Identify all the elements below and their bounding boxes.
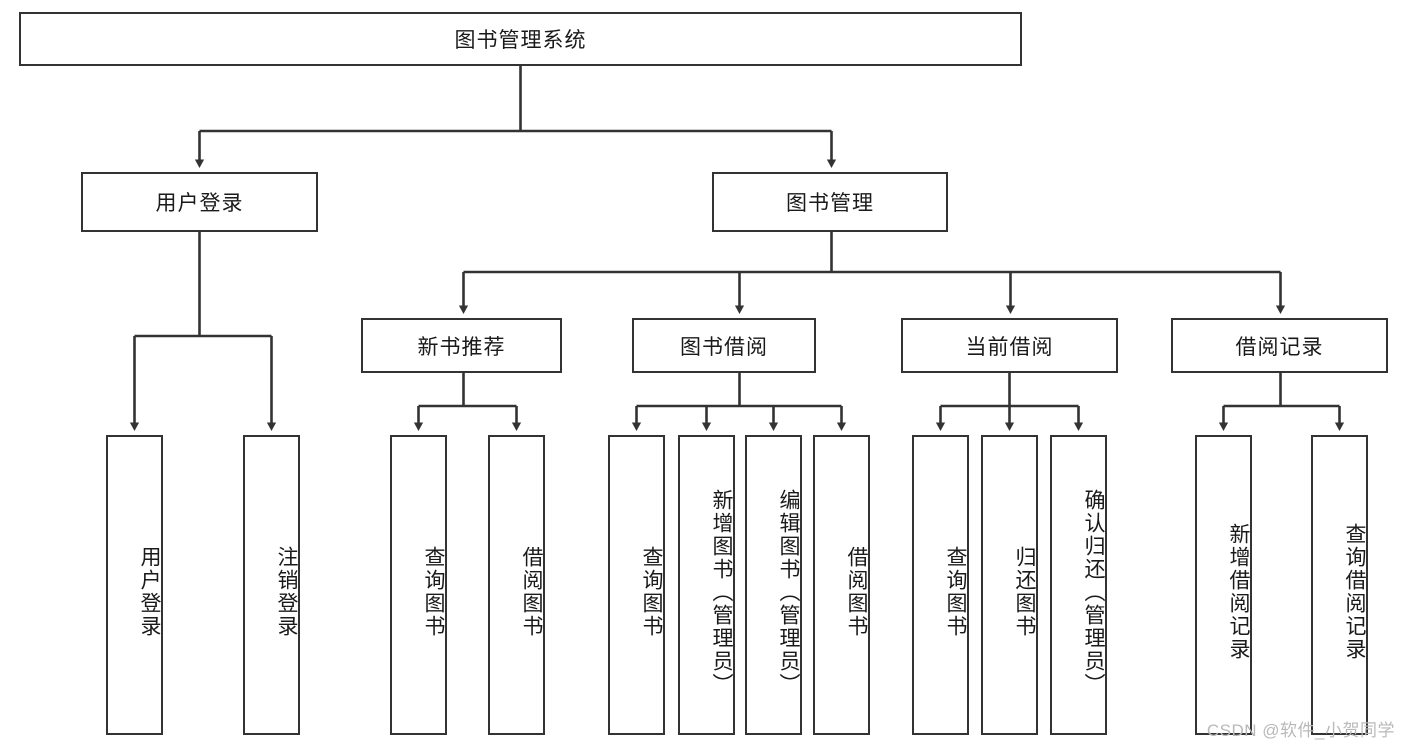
node-label: 当前借阅 (965, 335, 1054, 359)
node-root-system[interactable]: 图书管理系统 (19, 12, 1022, 66)
node-label: 图书管理系统 (454, 29, 587, 52)
node-new-book-recommend[interactable]: 新书推荐 (361, 318, 562, 373)
leaf-return-book[interactable]: 归还图书 (981, 435, 1038, 735)
node-label: 借阅图书 (520, 546, 543, 638)
leaf-query-book-current[interactable]: 查询图书 (912, 435, 969, 735)
node-book-borrow[interactable]: 图书借阅 (632, 318, 816, 373)
node-borrow-record[interactable]: 借阅记录 (1171, 318, 1388, 373)
leaf-add-book[interactable]: 新增图书（管理员） (678, 435, 735, 735)
leaf-borrow-book[interactable]: 借阅图书 (813, 435, 870, 735)
node-label: 归还图书 (1013, 546, 1036, 638)
leaf-query-book-recommend[interactable]: 查询图书 (390, 435, 447, 735)
node-label: 查询图书 (640, 546, 663, 638)
node-label: 图书管理 (786, 192, 874, 215)
leaf-edit-book[interactable]: 编辑图书（管理员） (745, 435, 802, 735)
leaf-user-logout[interactable]: 注销登录 (243, 435, 300, 735)
node-book-manage[interactable]: 图书管理 (712, 172, 948, 232)
node-label: 确认归还（管理员） (1082, 488, 1105, 696)
node-label: 查询图书 (944, 546, 967, 638)
node-label: 用户登录 (138, 546, 161, 638)
node-label: 新增借阅记录 (1227, 523, 1250, 661)
node-label: 新书推荐 (417, 335, 506, 359)
node-label: 借阅图书 (845, 546, 868, 638)
csdn-watermark: CSDN @软件_小贺同学 (1206, 721, 1395, 740)
leaf-add-borrow-record[interactable]: 新增借阅记录 (1195, 435, 1252, 735)
leaf-query-borrow-record[interactable]: 查询借阅记录 (1311, 435, 1368, 735)
node-label: 用户登录 (155, 192, 244, 215)
node-label: 借阅记录 (1235, 335, 1324, 359)
leaf-borrow-book-recommend[interactable]: 借阅图书 (488, 435, 545, 735)
node-label: 新增图书（管理员） (710, 488, 733, 696)
node-label: 图书借阅 (680, 335, 768, 359)
node-label: 编辑图书（管理员） (777, 488, 800, 696)
node-current-borrow[interactable]: 当前借阅 (901, 318, 1118, 373)
leaf-user-login[interactable]: 用户登录 (106, 435, 163, 735)
leaf-confirm-return[interactable]: 确认归还（管理员） (1050, 435, 1107, 735)
node-label: 查询借阅记录 (1343, 523, 1366, 661)
node-label: 注销登录 (275, 546, 298, 638)
node-label: 查询图书 (422, 546, 445, 638)
leaf-query-book-borrow[interactable]: 查询图书 (608, 435, 665, 735)
node-user-login[interactable]: 用户登录 (81, 172, 318, 232)
